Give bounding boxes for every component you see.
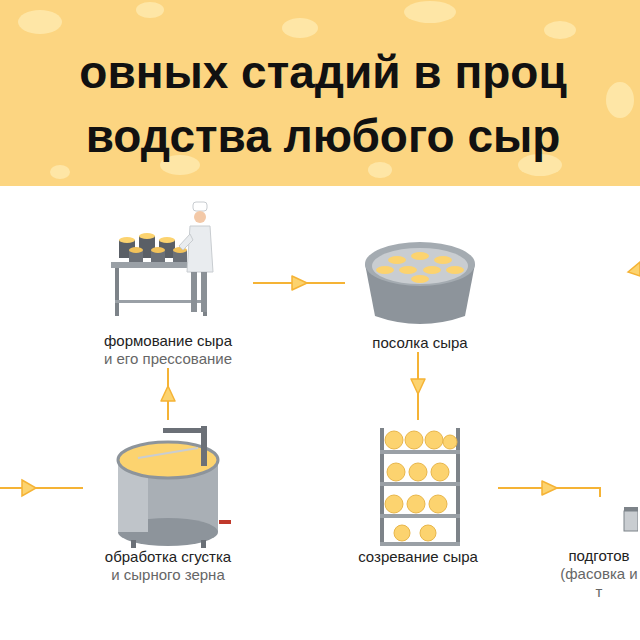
stage-node: созревание сыра: [338, 420, 498, 566]
stage-caption: созревание сыра: [338, 548, 498, 566]
stage-node: формование сыраи его прессование: [83, 200, 253, 368]
stage-caption: посолка сыра: [345, 334, 495, 352]
flow-connector: [253, 276, 345, 290]
stage-illustration: [560, 497, 638, 547]
stage-node: обработка сгусткаи сырного зерна: [83, 420, 253, 584]
arrow-head: [161, 386, 175, 401]
stage-node: посолка сыра: [345, 228, 495, 352]
stage-illustration: [338, 420, 498, 548]
flow-connector: [161, 368, 175, 420]
arrow-head: [292, 276, 307, 290]
stage-subcaption: и сырного зерна: [83, 566, 253, 584]
stage-caption: обработка сгустка: [83, 548, 253, 566]
stage-illustration: [83, 200, 253, 332]
flow-connector: [498, 481, 600, 497]
arrow-head: [542, 481, 557, 495]
stage-illustration: [83, 420, 253, 548]
stage-caption: подготов: [560, 547, 638, 565]
flow-connector: [411, 352, 425, 420]
stage-subcaption: (фасовка и т: [560, 565, 638, 601]
arrow-head: [411, 379, 425, 394]
stage-caption: формование сыра: [83, 332, 253, 350]
stage-illustration: [345, 228, 495, 334]
title: овных стадий в проц водства любого сыр: [12, 40, 634, 168]
stage-subcaption: и его прессование: [83, 350, 253, 368]
stage-node: подготов(фасовка и т: [560, 497, 638, 601]
